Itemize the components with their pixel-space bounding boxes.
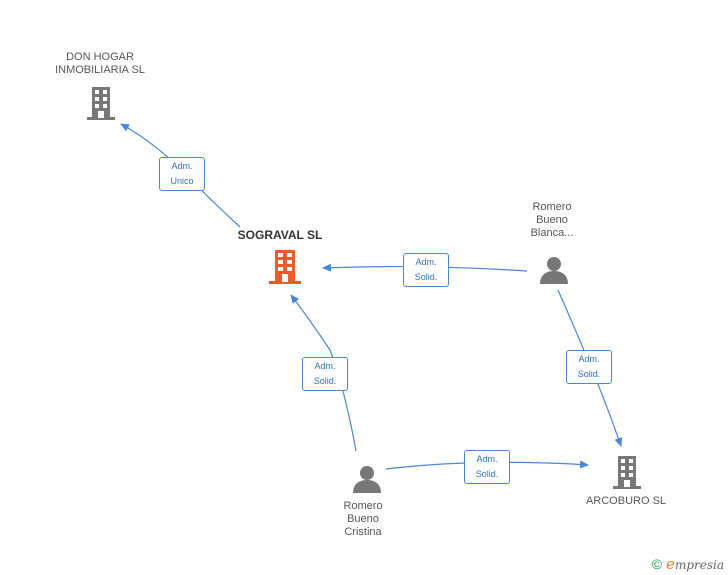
edge-label-line: Adm. (415, 257, 437, 267)
label-line: ARCOBURO SL (585, 495, 667, 507)
company-label-arcoburo[interactable]: ARCOBURO SL (566, 495, 686, 508)
edge-label-line: Solid. (475, 469, 499, 479)
edge-label-adm-solid[interactable]: Adm. Solid. (464, 450, 510, 484)
brand-name: empresia (666, 555, 724, 573)
building-icon[interactable] (86, 86, 116, 125)
person-label-romero-cristina[interactable]: Romero Bueno Cristina (313, 500, 413, 539)
edge-label-line: Adm. (314, 361, 336, 371)
edge-label-line: Adm. (171, 161, 193, 171)
edge-label-line: Solid. (577, 369, 601, 379)
company-label-don-hogar[interactable]: DON HOGAR INMOBILIARIA SL (40, 51, 160, 77)
edge-label-line: Adm. (578, 354, 600, 364)
label-line: INMOBILIARIA SL (55, 64, 145, 76)
label-line: Bueno (536, 214, 568, 226)
person-icon[interactable] (538, 255, 570, 290)
edge-label-line: Solid. (313, 376, 337, 386)
label-line: Cristina (344, 526, 382, 538)
person-icon[interactable] (351, 464, 383, 499)
edge-arrow-romero_cristina-to-sograval (290, 294, 357, 452)
edge-label-line: Solid. (414, 272, 438, 282)
edge-label-line: Adm. (476, 454, 498, 464)
edge-label-adm-solid[interactable]: Adm. Solid. (403, 253, 449, 287)
person-label-romero-blanca[interactable]: Romero Bueno Blanca... (502, 201, 602, 240)
edge-label-adm-solid[interactable]: Adm. Solid. (566, 350, 612, 384)
label-line: Bueno (347, 513, 379, 525)
label-line: Blanca... (530, 227, 574, 239)
company-label-sograval[interactable]: SOGRAVAL SL (220, 229, 340, 242)
brand-rest: mpresia (674, 558, 724, 572)
label-line: Romero (343, 500, 383, 512)
brand-initial: e (666, 555, 675, 573)
building-icon[interactable] (268, 249, 302, 290)
building-icon[interactable] (612, 455, 642, 494)
copyright-icon: © (651, 556, 663, 572)
label-line: SOGRAVAL SL (237, 228, 323, 242)
edge-label-line: Unico (170, 176, 194, 186)
label-line: DON HOGAR (66, 51, 134, 63)
edge-label-adm-unico[interactable]: Adm. Unico (159, 157, 205, 191)
empresia-brand[interactable]: ©empresia (652, 555, 724, 573)
label-line: Romero (532, 201, 572, 213)
edge-label-adm-solid[interactable]: Adm. Solid. (302, 357, 348, 391)
